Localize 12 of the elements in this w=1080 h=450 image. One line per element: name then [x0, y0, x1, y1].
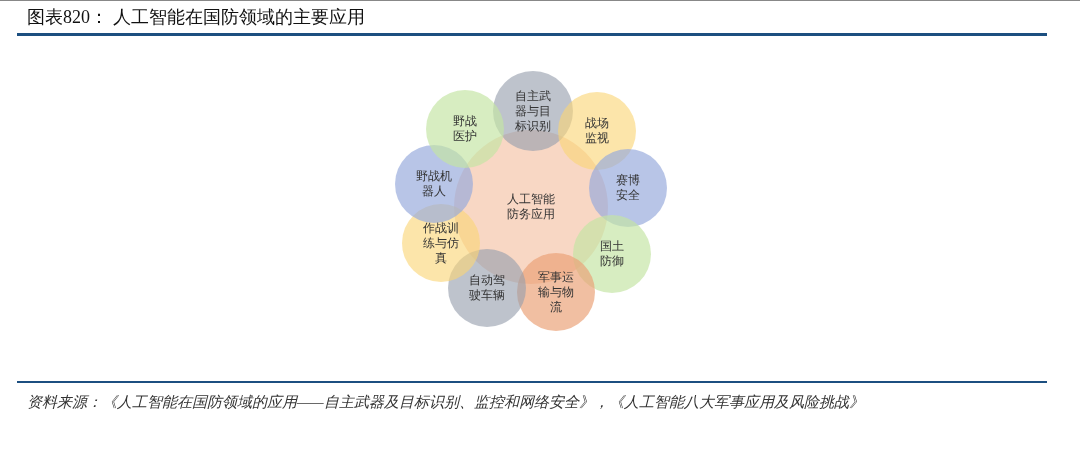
circle-label: 野战机器人 [415, 169, 453, 199]
circle-label: 自主武器与目标识别 [514, 88, 552, 134]
source-note: 资料来源：《人工智能在国防领域的应用——自主武器及目标识别、监控和网络安全》，《人工智能八大军事应用及风险挑战》 [27, 393, 864, 412]
circle-label: 野战医护 [452, 114, 478, 144]
circle-label: 战场监视 [584, 116, 610, 146]
circle-label: 赛博安全 [615, 173, 641, 203]
circle-label: 军事运输与物流 [537, 269, 575, 315]
circle-label: 自动驾驶车辆 [468, 273, 506, 303]
circle-label: 国土防御 [599, 239, 625, 269]
circle-label: 作战训练与仿真 [422, 220, 460, 266]
center-label: 人工智能防务应用 [506, 192, 556, 222]
chart-title: 图表820： 人工智能在国防领域的主要应用 [27, 6, 365, 28]
